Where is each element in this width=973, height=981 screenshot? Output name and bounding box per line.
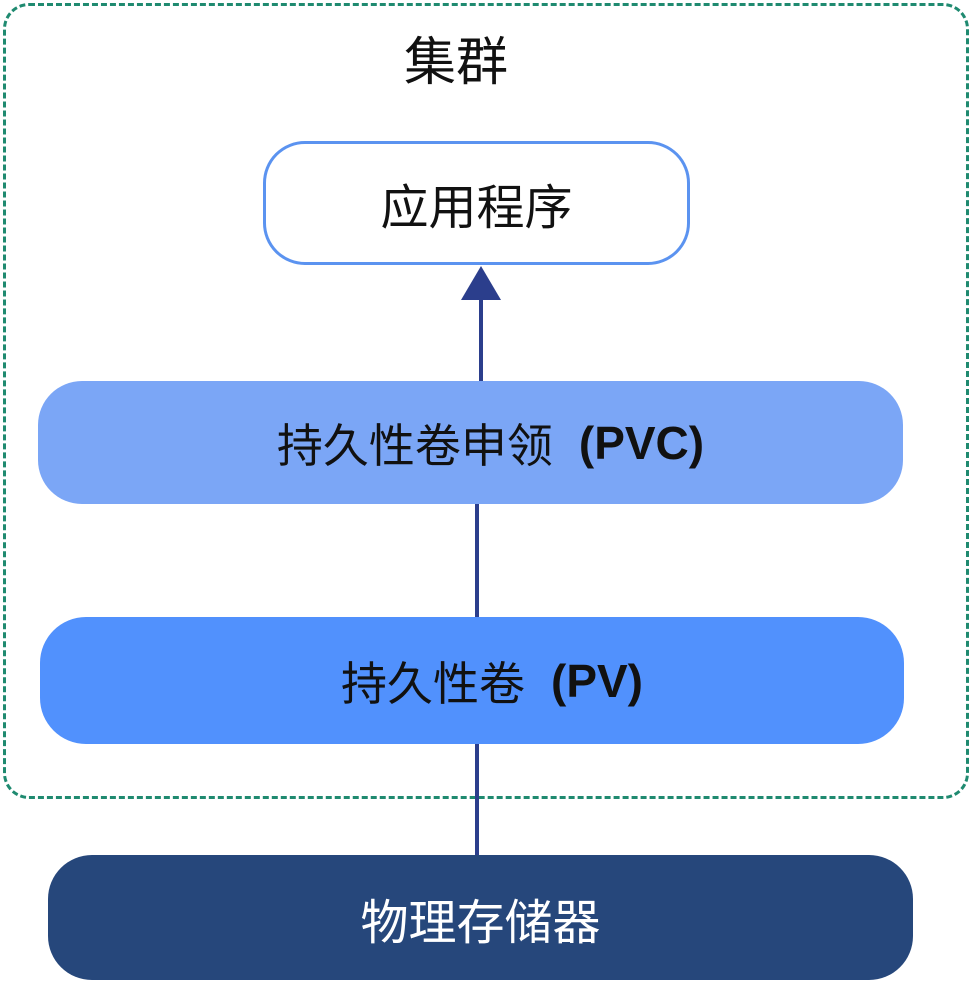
storage-label: 物理存储器 (360, 894, 601, 951)
pvc-label: 持久性卷申领 (276, 418, 553, 473)
pv-label: 持久性卷 (341, 656, 525, 711)
cluster-boundary: 集群 (3, 3, 969, 799)
pvc-abbr: (PVC) (578, 416, 705, 469)
pv-node: 持久性卷 (PV) (40, 617, 904, 744)
application-node: 应用程序 (263, 141, 690, 265)
application-label: 应用程序 (380, 180, 573, 236)
storage-node: 物理存储器 (48, 855, 913, 980)
pv-abbr: (PV) (551, 654, 643, 707)
cluster-label: 集群 (403, 33, 508, 93)
pvc-node: 持久性卷申领 (PVC) (38, 381, 903, 504)
